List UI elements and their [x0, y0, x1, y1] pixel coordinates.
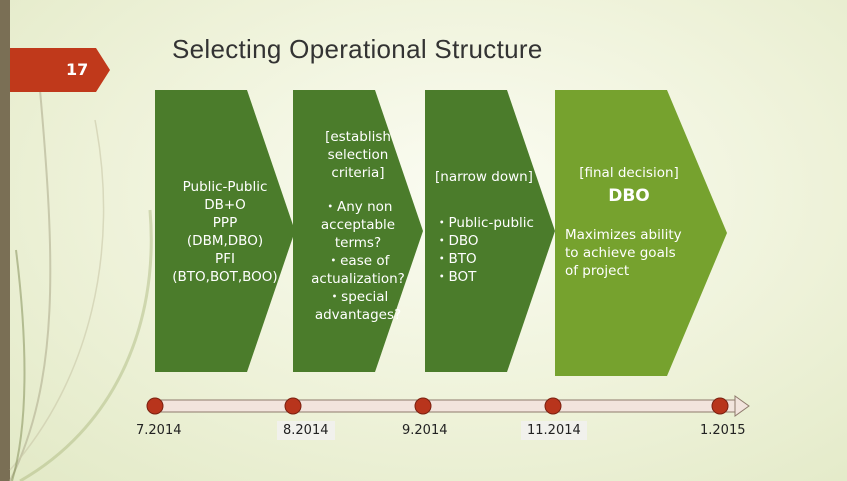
stage-4-heading: [final decision]	[579, 165, 679, 181]
stage-2-heading-line: [establish	[325, 129, 391, 145]
stage-1-options: Public-Public DB+O PPP (DBM,DBO) PFI (BT…	[155, 90, 295, 372]
stage-3-narrow-down: [narrow down] ・Public-public ・DBO ・BTO ・…	[425, 90, 555, 372]
stage-4-arrow-shape	[555, 90, 727, 376]
timeline-dot	[711, 397, 729, 415]
timeline-dot	[146, 397, 164, 415]
stage-3-heading: [narrow down]	[435, 169, 533, 185]
timeline-dot	[544, 397, 562, 415]
stage-3-bullet: ・BTO	[435, 251, 477, 267]
stage-3-bullet: ・BOT	[435, 269, 477, 285]
timeline-date: 1.2015	[700, 423, 746, 438]
stage-3-arrow-shape	[425, 90, 555, 372]
timeline-date: 7.2014	[136, 423, 182, 438]
stage-2-bullet: ・ease of actualization?	[311, 253, 405, 287]
timeline-bar	[154, 399, 736, 413]
timeline-arrowhead	[734, 395, 750, 417]
timeline-date: 11.2014	[521, 421, 587, 440]
stage-3-bullet: ・Public-public	[435, 215, 534, 231]
stage-4-description: Maximizes ability to achieve goals of pr…	[565, 227, 682, 279]
stage-4-final-decision: [final decision] DBO Maximizes ability t…	[555, 90, 727, 376]
stage-1-line: PFI	[215, 251, 235, 267]
left-accent-bar	[0, 0, 10, 481]
stage-1-arrow-shape	[155, 90, 295, 372]
stage-1-line: (BTO,BOT,BOO)	[172, 269, 278, 285]
stage-1-line: (DBM,DBO)	[186, 233, 264, 249]
stage-2-bullet: ・special advantages?	[314, 289, 402, 323]
slide-title: Selecting Operational Structure	[172, 34, 543, 64]
stage-1-line: PPP	[212, 215, 238, 231]
stage-2-heading-line: criteria]	[331, 165, 385, 181]
timeline-dot	[284, 397, 302, 415]
stage-1-line: Public-Public	[182, 179, 268, 195]
stage-2-criteria: [establish selection criteria] ・Any non …	[293, 90, 423, 372]
timeline-date: 9.2014	[402, 423, 448, 438]
stage-1-line: DB+O	[204, 197, 246, 213]
stage-2-heading-line: selection	[327, 147, 389, 163]
timeline-dot	[414, 397, 432, 415]
slide-number-badge: 17	[10, 48, 110, 92]
stage-2-bullet: ・Any non acceptable terms?	[320, 199, 396, 251]
stage-3-bullet: ・DBO	[435, 233, 479, 249]
timeline-date: 8.2014	[277, 421, 335, 440]
stage-4-decision: DBO	[608, 186, 650, 206]
stage-2-arrow-shape	[293, 90, 423, 372]
